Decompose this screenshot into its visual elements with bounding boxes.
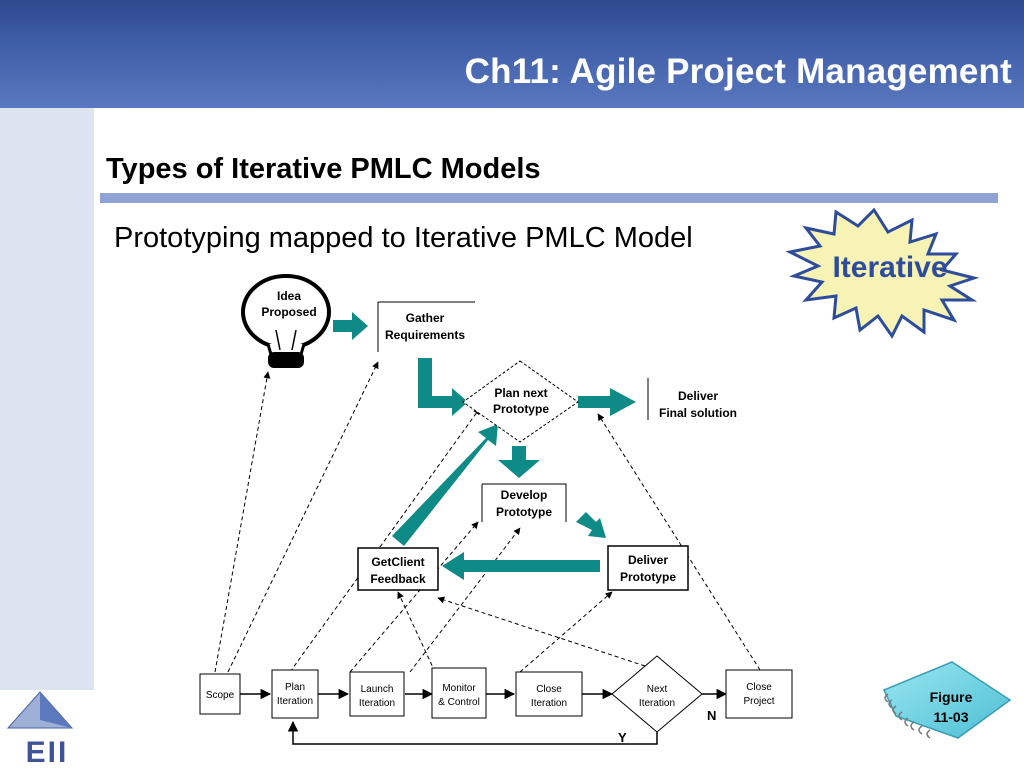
header-bar: Ch11: Agile Project Management xyxy=(0,0,1024,108)
gather-label-1: Gather xyxy=(406,311,445,325)
arrow-plan-to-develop xyxy=(498,446,540,478)
launch-iteration-node: Launch Iteration xyxy=(349,671,405,717)
get-client-feedback-node: GetClient Feedback xyxy=(357,547,439,591)
figure-label-2: 11-03 xyxy=(933,709,968,725)
side-panel xyxy=(0,108,94,690)
close-iteration-node: Close Iteration xyxy=(515,671,583,717)
scope-node: Scope xyxy=(199,673,241,715)
teal-flow-arrows xyxy=(333,312,636,580)
close-iter-label-2: Iteration xyxy=(531,698,567,709)
diagram-subtitle: Prototyping mapped to Iterative PMLC Mod… xyxy=(114,222,693,254)
feedback-label-1: GetClient xyxy=(371,555,424,569)
plan-next-prototype-node: Plan next Prototype xyxy=(462,360,579,443)
no-label: N xyxy=(707,708,716,723)
idea-label-2: Proposed xyxy=(261,305,316,319)
develop-label-1: Develop xyxy=(501,488,548,502)
close-project-label-1: Close xyxy=(746,682,772,693)
next-iter-label-1: Next xyxy=(647,684,668,695)
gather-requirements-node: Gather Requirements xyxy=(377,301,475,352)
logo-text: EII xyxy=(26,736,69,768)
notebook-spiral-icon xyxy=(884,693,931,739)
deliver-prototype-node: Deliver Prototype xyxy=(607,545,689,591)
plan-iter-label-2: Iteration xyxy=(277,696,313,707)
bottom-flow-arrows xyxy=(240,688,728,745)
deliver-proto-label-2: Prototype xyxy=(620,570,676,584)
plan-next-label-1: Plan next xyxy=(494,386,547,400)
badge-label: Iterative xyxy=(832,251,947,284)
deliver-final-solution-node: Deliver Final solution xyxy=(647,378,737,420)
plan-iter-label-1: Plan xyxy=(285,682,305,693)
next-iter-label-2: Iteration xyxy=(639,698,675,709)
figure-notebook-icon: Figure 11-03 xyxy=(882,661,1012,739)
launch-label-1: Launch xyxy=(361,684,394,695)
arrow-feedback-to-plan xyxy=(392,424,498,546)
gather-label-2: Requirements xyxy=(385,328,465,342)
scope-label: Scope xyxy=(206,690,235,701)
close-project-label-2: Project xyxy=(743,696,774,707)
monitor-label-2: & Control xyxy=(438,697,480,708)
section-title: Types of Iterative PMLC Models xyxy=(106,153,541,185)
dashed-connectors xyxy=(214,361,761,673)
idea-label-1: Idea xyxy=(277,289,301,303)
close-iter-label-1: Close xyxy=(536,684,562,695)
section-divider xyxy=(100,193,998,203)
deliver-final-label-1: Deliver xyxy=(678,389,718,403)
idea-bulb-icon: Idea Proposed xyxy=(241,274,331,368)
slide-title: Ch11: Agile Project Management xyxy=(464,52,1012,91)
close-project-node: Close Project xyxy=(725,669,793,719)
feedback-label-2: Feedback xyxy=(370,572,426,586)
arrow-deliver-to-feedback xyxy=(442,552,600,580)
figure-label-1: Figure xyxy=(930,689,973,705)
develop-label-2: Prototype xyxy=(496,505,552,519)
develop-prototype-node: Develop Prototype xyxy=(481,483,567,522)
plan-iteration-node: Plan Iteration xyxy=(271,669,319,719)
yes-label: Y xyxy=(618,730,627,745)
arrow-develop-to-deliver xyxy=(576,512,606,538)
arrow-gather-to-plan xyxy=(418,358,468,416)
next-iteration-decision: Next Iteration xyxy=(611,655,703,733)
launch-label-2: Iteration xyxy=(359,698,395,709)
plan-next-label-2: Prototype xyxy=(493,402,549,416)
arrow-plan-to-final xyxy=(578,388,636,416)
eii-logo: EII xyxy=(6,691,74,768)
iterative-badge: Iterative xyxy=(785,207,980,339)
deliver-final-label-2: Final solution xyxy=(659,406,737,420)
monitor-label-1: Monitor xyxy=(442,683,476,694)
deliver-proto-label-1: Deliver xyxy=(628,553,668,567)
arrow-idea-to-gather xyxy=(333,312,368,340)
monitor-control-node: Monitor & Control xyxy=(431,667,487,719)
